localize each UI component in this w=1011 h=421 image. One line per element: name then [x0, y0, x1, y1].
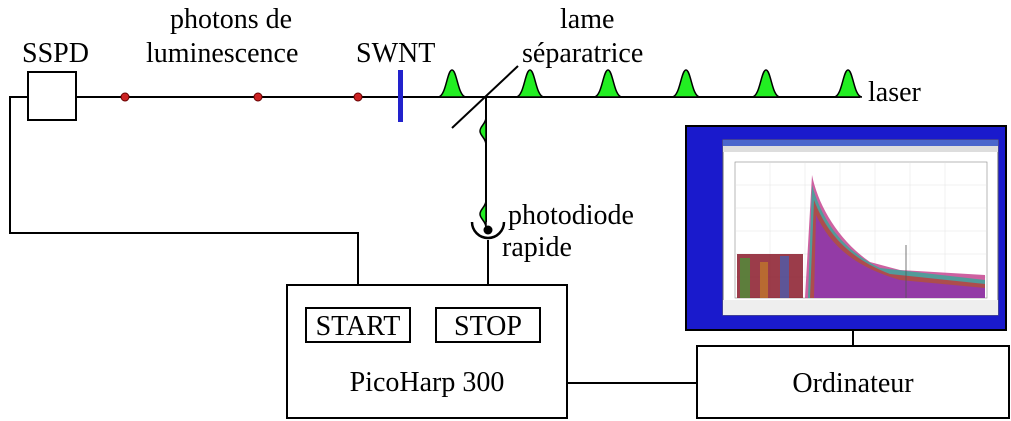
- photon-dot: [120, 92, 130, 102]
- photodiode-icon: [470, 221, 506, 240]
- lame-label-line2: séparatrice: [522, 38, 643, 69]
- laser-pulse-icon: [671, 69, 701, 98]
- ordinateur-label: Ordinateur: [792, 368, 914, 399]
- photodiode-label-line2: rapide: [502, 232, 572, 263]
- photon-dot: [253, 92, 263, 102]
- photons-label-line1: photons de: [170, 4, 292, 35]
- laser-pulse-icon: [479, 116, 487, 146]
- picoharp-box: [286, 284, 568, 419]
- start-input: [305, 307, 411, 343]
- swnt-label: SWNT: [356, 38, 435, 69]
- stop-label: STOP: [454, 311, 522, 342]
- photon-dot: [353, 92, 363, 102]
- photons-label-line2: luminescence: [146, 38, 298, 69]
- monitor-icon: [685, 125, 1007, 331]
- stop-input: [435, 307, 541, 343]
- laser-pulse-icon: [833, 69, 863, 98]
- picoharp-label: PicoHarp 300: [350, 367, 505, 398]
- laser-pulse-icon: [479, 199, 487, 229]
- laser-pulse-icon: [593, 69, 623, 98]
- sspd-label: SSPD: [22, 38, 89, 69]
- start-label: START: [316, 311, 401, 342]
- laser-label: laser: [868, 77, 922, 108]
- start-cable: [9, 96, 359, 308]
- lame-label-line1: lame: [560, 4, 614, 35]
- sspd-detector-box: [27, 71, 77, 121]
- swnt-sample: [398, 70, 403, 122]
- laser-pulse-icon: [515, 69, 545, 98]
- photodiode-label-line1: photodiode: [508, 200, 634, 231]
- laser-pulse-icon: [437, 69, 467, 98]
- laser-pulse-icon: [751, 69, 781, 98]
